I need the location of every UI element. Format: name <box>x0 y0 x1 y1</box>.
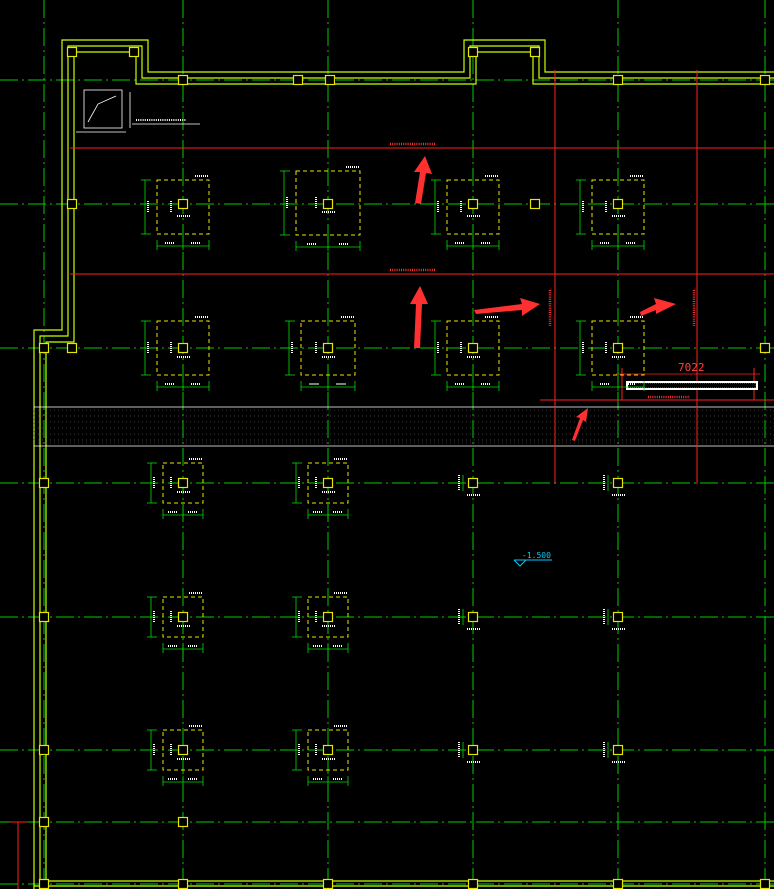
column <box>292 74 304 86</box>
pile-cap-outline <box>162 729 204 771</box>
column <box>612 477 624 489</box>
column <box>467 878 479 889</box>
pile-cap-outline <box>156 179 210 235</box>
column <box>177 611 189 623</box>
column <box>66 46 78 58</box>
pile-cap-outline <box>591 320 645 376</box>
column <box>467 198 479 210</box>
arrow-right-2 <box>640 298 676 316</box>
column <box>529 198 541 210</box>
pile-cap-outline <box>295 170 361 236</box>
elevation-marker <box>513 559 552 567</box>
arrow-up-1 <box>414 156 432 204</box>
pile-cap-outline <box>446 179 500 235</box>
pile-cap-outline <box>307 729 349 771</box>
column <box>38 611 50 623</box>
arrow-up-2 <box>410 286 428 348</box>
pile-cap-outline <box>307 462 349 504</box>
columns <box>38 46 771 889</box>
hatched-trench-band <box>33 406 774 447</box>
column <box>467 611 479 623</box>
column <box>66 198 78 210</box>
markup-arrows <box>410 156 676 441</box>
pile-cap-outline <box>162 596 204 638</box>
column <box>759 74 771 86</box>
pile-cap-outline <box>446 320 500 376</box>
section-caption-marks <box>390 142 696 399</box>
column <box>612 744 624 756</box>
pile-caps <box>156 170 645 771</box>
column <box>467 477 479 489</box>
column <box>128 46 140 58</box>
column <box>177 198 189 210</box>
column <box>38 342 50 354</box>
column <box>324 74 336 86</box>
column <box>612 878 624 889</box>
arrow-diag <box>572 408 588 441</box>
pile-cap-outline <box>307 596 349 638</box>
column <box>322 878 334 889</box>
column <box>322 744 334 756</box>
arrow-right-1 <box>474 298 540 316</box>
column <box>467 342 479 354</box>
column <box>612 342 624 354</box>
column <box>177 74 189 86</box>
dimension-bar <box>626 381 758 390</box>
column <box>322 611 334 623</box>
dimension-annotations <box>141 166 645 786</box>
column <box>177 878 189 889</box>
column <box>177 744 189 756</box>
column <box>759 342 771 354</box>
legend-inset <box>76 89 200 133</box>
column <box>612 611 624 623</box>
dimension-value-text: 7022 <box>678 361 705 374</box>
column <box>66 342 78 354</box>
column <box>38 477 50 489</box>
column <box>467 744 479 756</box>
column <box>322 477 334 489</box>
column <box>38 816 50 828</box>
column <box>177 816 189 828</box>
column <box>177 477 189 489</box>
column <box>467 46 479 58</box>
column <box>322 342 334 354</box>
pile-cap-outline <box>300 320 356 376</box>
column <box>612 198 624 210</box>
column <box>759 878 771 889</box>
column <box>38 744 50 756</box>
pile-cap-outline <box>156 320 210 376</box>
pile-cap-outline <box>591 179 645 235</box>
elevation-text: -1.500 <box>522 551 551 560</box>
column <box>322 198 334 210</box>
column <box>612 74 624 86</box>
pile-cap-outline <box>162 462 204 504</box>
column <box>38 878 50 889</box>
column <box>529 46 541 58</box>
section-lines <box>10 70 774 889</box>
column <box>177 342 189 354</box>
